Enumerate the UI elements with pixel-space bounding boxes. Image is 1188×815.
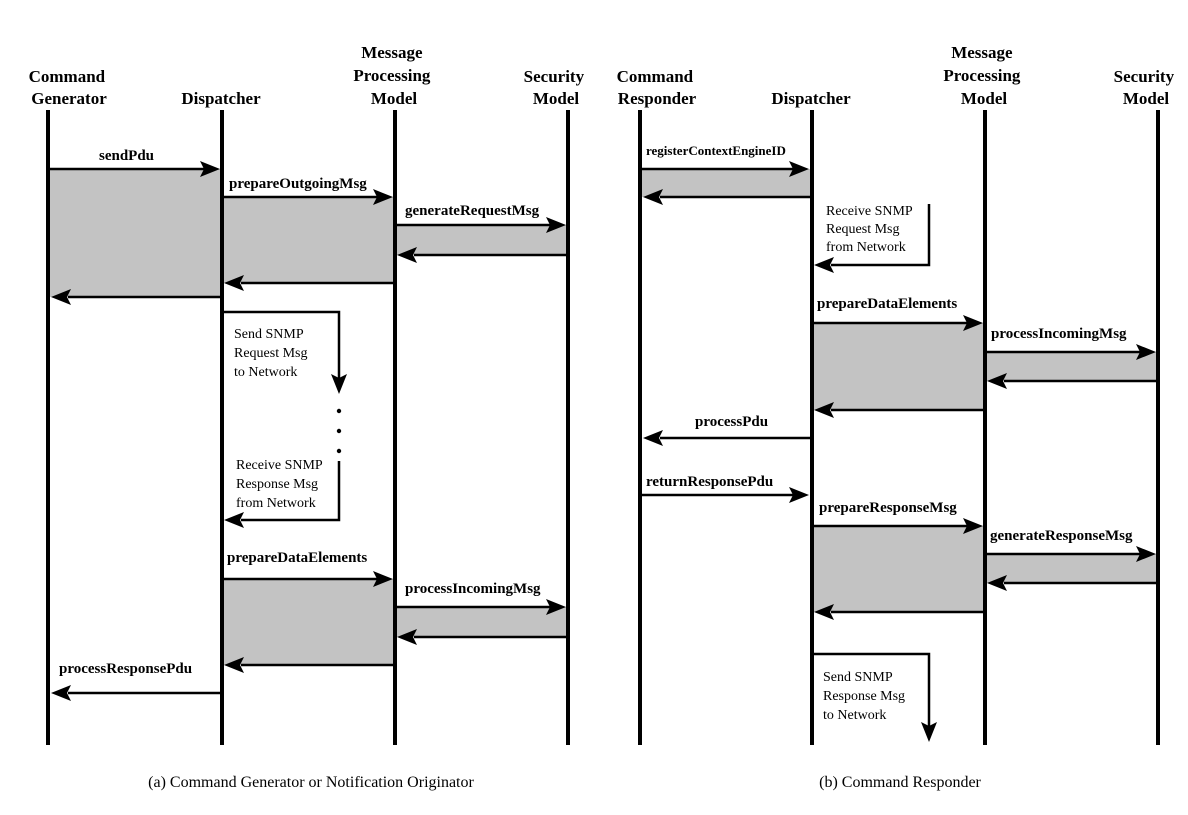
arrow-left-icon [224, 657, 244, 673]
arrow-down-icon [921, 722, 937, 742]
return-security-to-mpm-b2 [987, 575, 1157, 591]
arrow-left-icon [987, 575, 1007, 591]
arrow-right-icon [200, 161, 220, 177]
note-send-snmp-request: Send SNMP Request Msg to Network [223, 310, 347, 454]
activation-generator [50, 169, 221, 297]
return-dispatcher-to-generator [51, 289, 221, 305]
message-process-pdu: processPdu [643, 414, 811, 446]
message-label: processResponsePdu [59, 661, 192, 677]
header-security-model-b: Security Model [1114, 67, 1179, 108]
header-dispatcher-a: Dispatcher [181, 89, 261, 108]
message-prepare-outgoing-msg: prepareOutgoingMsg [223, 176, 393, 205]
ellipsis-dot [336, 428, 342, 434]
message-label: prepareResponseMsg [819, 500, 957, 516]
activation-mpm-b2 [986, 554, 1157, 583]
activation-dispatcher-b2 [813, 526, 984, 612]
caption-panel-a: (a) Command Generator or Notification Or… [148, 774, 474, 791]
message-send-pdu: sendPdu [50, 148, 220, 177]
return-mpm-to-dispatcher-a1 [224, 275, 394, 291]
activation-dispatcher-a1 [223, 197, 394, 283]
activation-dispatcher-b1 [813, 323, 984, 410]
message-process-incoming-msg-a: processIncomingMsg [396, 581, 566, 615]
return-mpm-to-dispatcher-b2 [814, 604, 984, 620]
return-security-to-mpm-b1 [987, 373, 1157, 389]
message-process-incoming-msg-b: processIncomingMsg [986, 326, 1156, 360]
arrow-right-icon [373, 571, 393, 587]
return-mpm-to-dispatcher-b1 [814, 402, 984, 418]
note-text: Send SNMP Response Msg to Network [823, 670, 909, 723]
note-receive-snmp-response: Receive SNMP Response Msg from Network [224, 458, 341, 528]
header-message-processing-model-a: Message Processing Model [353, 43, 434, 108]
message-label: processIncomingMsg [991, 326, 1127, 342]
arrow-left-icon [224, 275, 244, 291]
return-security-to-mpm-a1 [397, 247, 567, 263]
activation-mpm-a1 [396, 225, 567, 255]
arrow-left-icon [51, 685, 71, 701]
arrow-right-icon [1136, 546, 1156, 562]
message-process-response-pdu: processResponsePdu [51, 661, 221, 701]
message-label: prepareDataElements [227, 550, 367, 566]
activation-mpm-b1 [986, 352, 1157, 381]
message-prepare-response-msg: prepareResponseMsg [813, 500, 983, 534]
arrow-right-icon [963, 518, 983, 534]
message-generate-response-msg: generateResponseMsg [986, 528, 1156, 562]
activation-dispatcher-a2 [223, 579, 394, 665]
header-message-processing-model-b: Message Processing Model [943, 43, 1024, 108]
arrow-left-icon [397, 629, 417, 645]
arrow-left-icon [397, 247, 417, 263]
arrow-right-icon [1136, 344, 1156, 360]
activation-responder [642, 169, 810, 197]
arrow-left-icon [987, 373, 1007, 389]
return-mpm-to-dispatcher-a2 [224, 657, 394, 673]
message-generate-request-msg: generateRequestMsg [396, 203, 566, 233]
header-dispatcher-b: Dispatcher [771, 89, 851, 108]
arrow-right-icon [963, 315, 983, 331]
caption-panel-b: (b) Command Responder [819, 774, 981, 791]
arrow-left-icon [224, 512, 244, 528]
message-register-context-engine-id: registerContextEngineID [642, 143, 809, 177]
arrow-right-icon [789, 161, 809, 177]
arrow-left-icon [814, 604, 834, 620]
message-label: generateRequestMsg [405, 203, 540, 219]
arrow-right-icon [789, 487, 809, 503]
note-send-snmp-response: Send SNMP Response Msg to Network [813, 652, 937, 742]
message-return-response-pdu: returnResponsePdu [642, 474, 809, 503]
note-receive-snmp-request: Receive SNMP Request Msg from Network [814, 204, 931, 273]
message-label: returnResponsePdu [646, 474, 773, 490]
arrow-down-icon [331, 374, 347, 394]
arrow-left-icon [814, 257, 834, 273]
panel-a: Command Generator Dispatcher Message Pro… [29, 43, 589, 791]
header-command-generator: Command Generator [29, 67, 110, 108]
note-text: Send SNMP Request Msg to Network [234, 327, 311, 380]
message-prepare-data-elements-a: prepareDataElements [223, 550, 393, 587]
header-security-model-a: Security Model [524, 67, 589, 108]
note-text: Receive SNMP Request Msg from Network [826, 204, 916, 255]
message-label: processIncomingMsg [405, 581, 541, 597]
ellipsis-dot [336, 448, 342, 454]
message-label: sendPdu [99, 148, 154, 164]
header-command-responder: Command Responder [617, 67, 698, 108]
panel-b: Command Responder Dispatcher Message Pro… [617, 43, 1179, 791]
message-label: registerContextEngineID [646, 143, 786, 158]
activation-mpm-a2 [396, 607, 567, 637]
arrow-left-icon [643, 430, 663, 446]
arrow-left-icon [814, 402, 834, 418]
ellipsis-dot [336, 408, 342, 414]
message-label: prepareOutgoingMsg [229, 176, 367, 192]
note-text: Receive SNMP Response Msg from Network [236, 458, 326, 511]
message-label: generateResponseMsg [990, 528, 1133, 544]
arrow-right-icon [373, 189, 393, 205]
arrow-right-icon [546, 599, 566, 615]
message-prepare-data-elements-b: prepareDataElements [813, 296, 983, 331]
arrow-left-icon [643, 189, 663, 205]
return-dispatcher-to-responder-1 [643, 189, 811, 205]
arrow-left-icon [51, 289, 71, 305]
arrow-right-icon [546, 217, 566, 233]
message-label: prepareDataElements [817, 296, 957, 312]
return-security-to-mpm-a2 [397, 629, 567, 645]
message-label: processPdu [695, 414, 768, 430]
